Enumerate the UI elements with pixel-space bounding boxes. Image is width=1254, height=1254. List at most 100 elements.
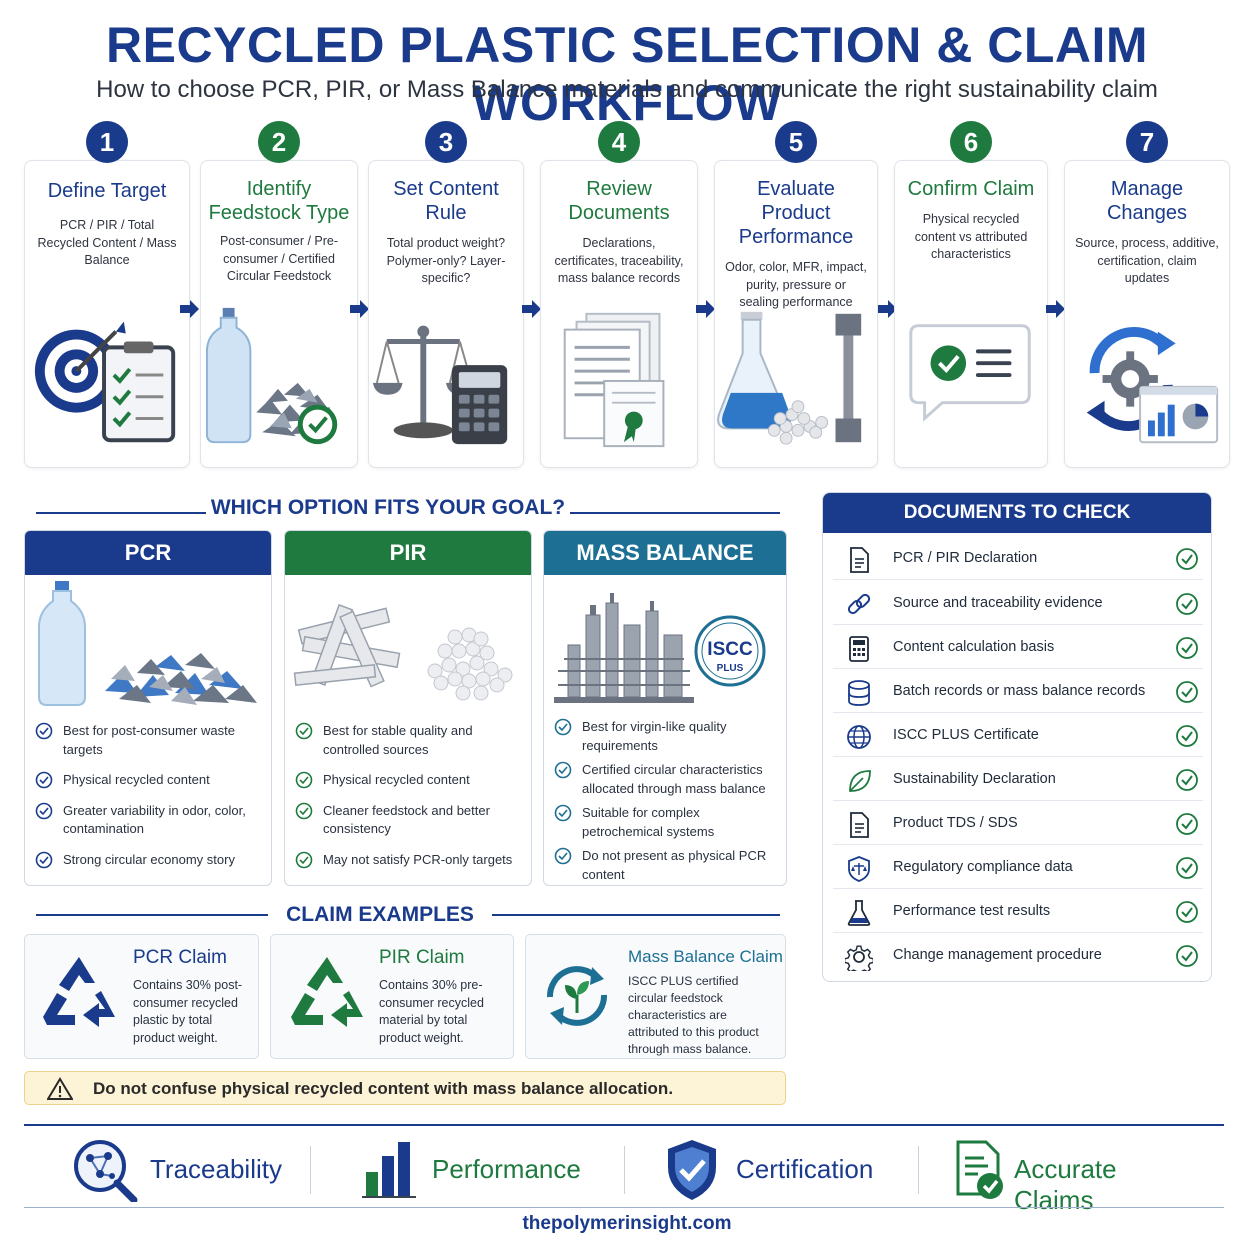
claim-card-pcr: PCR Claim Contains 30% post-consumer rec… xyxy=(24,934,259,1059)
claim-card-pir: PIR Claim Contains 30% pre-consumer recy… xyxy=(270,934,514,1059)
scraps-pellets-icon xyxy=(293,604,513,701)
separator xyxy=(624,1146,625,1194)
pillar-accurate-claims: Accurate Claims xyxy=(954,1138,1194,1215)
step-title: Set Content Rule xyxy=(393,178,499,224)
option-point: Do not present as physical PCR content xyxy=(554,847,776,884)
option-point: Best for virgin-like quality requirement… xyxy=(554,718,776,755)
document-row: Regulatory compliance data xyxy=(833,846,1203,889)
speech-check-icon xyxy=(909,324,1031,422)
check-circle-icon xyxy=(295,722,313,740)
claim-text: Contains 30% pre-consumer recycled mater… xyxy=(379,978,484,1045)
step-card-content-rule: 3 Set Content Rule Total product weight?… xyxy=(368,121,524,468)
document-label: Performance test results xyxy=(893,903,1051,919)
document-label: PCR / PIR Declaration xyxy=(893,550,1038,566)
arrow-right-icon xyxy=(180,300,199,318)
documents-certificate-icon xyxy=(563,312,665,448)
document-row: Change management procedure xyxy=(833,934,1203,977)
check-circle-icon xyxy=(295,802,313,819)
check-circle-icon xyxy=(35,851,53,868)
step-title: Evaluate Product Performance xyxy=(738,178,854,248)
arrow-right-icon xyxy=(878,300,897,318)
document-check-icon xyxy=(956,1140,1003,1199)
check-circle-icon xyxy=(1176,725,1198,747)
arrow-right-icon xyxy=(1046,300,1065,318)
claim-title: PCR Claim xyxy=(133,947,227,968)
option-card-pir: PIR Best for stable quality and controll… xyxy=(284,530,532,886)
divider xyxy=(24,1124,1224,1126)
warning-banner: Do not confuse physical recycled content… xyxy=(24,1071,786,1105)
claim-card-mass-balance: Mass Balance Claim ISCC PLUS certified c… xyxy=(525,934,786,1059)
option-points: Best for virgin-like quality requirement… xyxy=(544,716,786,884)
document-label: Product TDS / SDS xyxy=(893,815,1018,831)
option-card-mass-balance: MASS BALANCE ISCC PLUS Best for virgin-l… xyxy=(543,530,787,886)
gear-icon xyxy=(845,945,873,971)
options-heading: WHICH OPTION FITS YOUR GOAL? xyxy=(210,496,566,519)
step-number: 6 xyxy=(950,121,992,163)
document-label: Change management procedure xyxy=(893,947,1102,963)
document-row: Batch records or mass balance records xyxy=(833,670,1203,713)
option-point: Certified circular characteristics alloc… xyxy=(554,761,776,798)
document-row: Sustainability Declaration xyxy=(833,758,1203,801)
document-label: Source and traceability evidence xyxy=(893,595,1103,611)
step-title: Review Documents xyxy=(568,178,670,224)
shield-check-icon xyxy=(668,1140,716,1200)
step-card-confirm-claim: 6 Confirm Claim Physical recycled conten… xyxy=(894,121,1048,468)
check-circle-icon xyxy=(1176,769,1198,791)
option-point: Best for post-consumer waste targets xyxy=(35,722,261,759)
document-label: Sustainability Declaration xyxy=(893,771,1056,787)
check-circle-icon xyxy=(1176,813,1198,835)
check-circle-icon xyxy=(1176,637,1198,659)
pillar-traceability: Traceability xyxy=(70,1138,290,1202)
option-title: PCR xyxy=(25,531,271,575)
scale-calculator-icon xyxy=(372,325,508,445)
pillar-performance: Performance xyxy=(362,1138,582,1202)
divider xyxy=(36,512,206,514)
check-circle-icon xyxy=(1176,681,1198,703)
divider xyxy=(570,512,780,514)
check-circle-icon xyxy=(35,802,53,819)
iscc-badge-subtext: PLUS xyxy=(717,663,744,674)
documents-panel: DOCUMENTS TO CHECK PCR / PIR Declaration… xyxy=(822,492,1212,982)
document-icon xyxy=(850,547,869,573)
document-row: Performance test results xyxy=(833,890,1203,933)
website-url[interactable]: thepolymerinsight.com xyxy=(522,1213,732,1234)
option-points: Best for post-consumer waste targets Phy… xyxy=(25,716,271,869)
step-title: Confirm Claim xyxy=(907,178,1035,200)
arrow-right-icon xyxy=(179,298,201,320)
step-number: 7 xyxy=(1126,121,1168,163)
warning-icon xyxy=(47,1077,73,1100)
step-card-review-documents: 4 Review Documents Declarations, certifi… xyxy=(540,121,698,468)
check-circle-icon xyxy=(1176,593,1198,615)
option-title: MASS BALANCE xyxy=(544,531,786,575)
bottle-flakes-icon xyxy=(38,581,257,706)
option-point: Cleaner feedstock and better consistency xyxy=(295,802,521,839)
pillar-label: Certification xyxy=(736,1154,874,1184)
recycle-icon xyxy=(291,957,363,1027)
page-title: RECYCLED PLASTIC SELECTION & CLAIM WORKF… xyxy=(105,17,1149,131)
iscc-badge-text: ISCC xyxy=(707,639,753,660)
step-number: 2 xyxy=(258,121,300,163)
claim-text: Contains 30% post-consumer recycled plas… xyxy=(133,978,243,1045)
refinery-icon: ISCC PLUS xyxy=(554,593,766,703)
globe-icon xyxy=(847,725,871,749)
leaf-icon xyxy=(849,770,871,792)
step-title: Manage Changes xyxy=(1106,178,1188,224)
separator xyxy=(918,1146,919,1194)
document-row: ISCC PLUS Certificate xyxy=(833,714,1203,757)
step-description: Declarations, certificates, traceability… xyxy=(554,236,684,285)
target-checklist-icon xyxy=(34,321,176,443)
check-circle-icon xyxy=(1176,945,1198,967)
shield-icon xyxy=(848,856,870,882)
arrow-right-icon xyxy=(696,300,715,318)
pillar-label: Performance xyxy=(432,1154,581,1184)
document-label: ISCC PLUS Certificate xyxy=(893,727,1039,743)
step-description: PCR / PIR / Total Recycled Content / Mas… xyxy=(37,218,177,267)
check-circle-icon xyxy=(1176,548,1198,570)
option-point: Suitable for complex petrochemical syste… xyxy=(554,804,776,841)
pillar-label: Accurate Claims xyxy=(1014,1154,1117,1215)
workflow-steps: 1 Define Target PCR / PIR / Total Recycl… xyxy=(24,121,1234,470)
claim-title: Mass Balance Claim xyxy=(628,947,783,966)
documents-heading: DOCUMENTS TO CHECK xyxy=(823,493,1211,533)
flask-pellets-icon xyxy=(717,311,862,445)
cycle-dashboard-icon xyxy=(1086,327,1219,444)
